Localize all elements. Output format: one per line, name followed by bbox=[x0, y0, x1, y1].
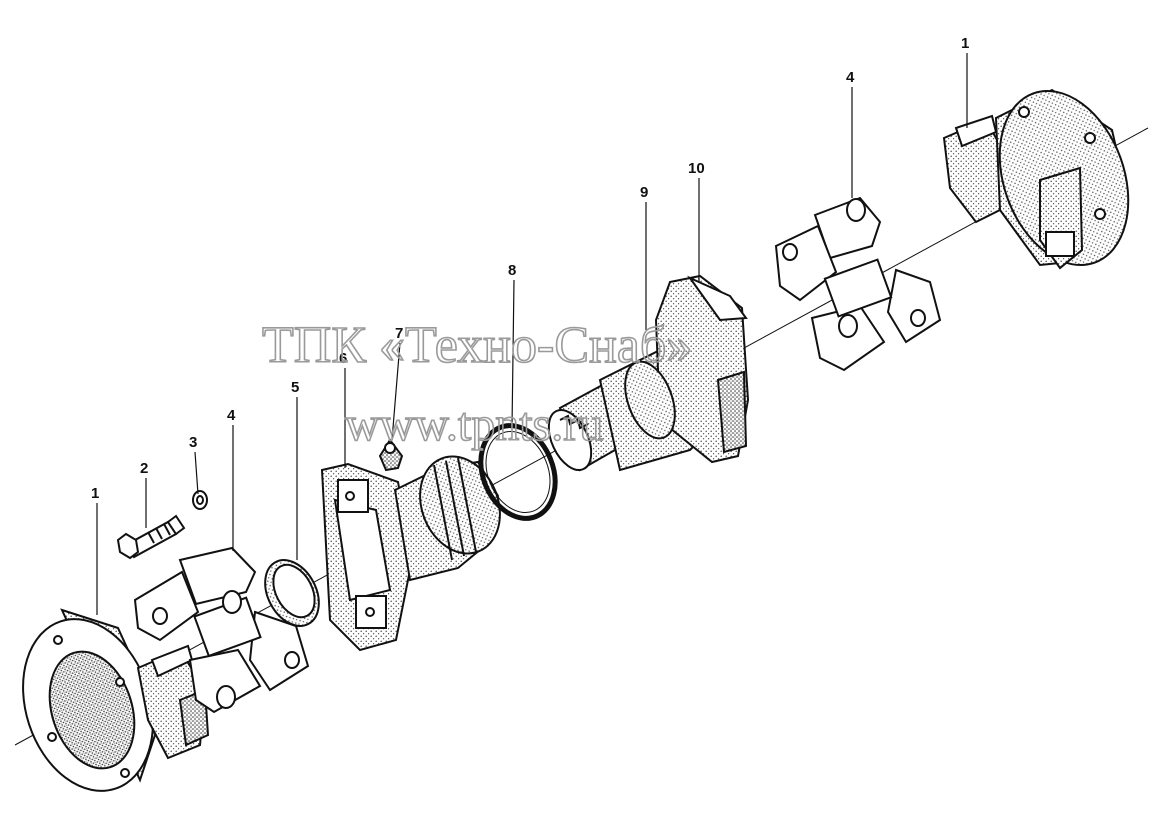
callout-3: 3 bbox=[189, 434, 197, 451]
callout-labels: 1 2 3 4 5 6 7 8 9 10 4 1 bbox=[91, 35, 969, 502]
left-flange bbox=[22, 608, 210, 792]
watermark-line-1: ТПК «Техно-Снаб» bbox=[262, 317, 692, 374]
leader-lines bbox=[96, 53, 968, 615]
callout-4-right: 4 bbox=[846, 69, 855, 86]
callout-2: 2 bbox=[140, 460, 148, 477]
callout-5: 5 bbox=[291, 379, 299, 396]
left-cross-spider bbox=[133, 546, 310, 714]
bolt bbox=[116, 514, 186, 560]
o-ring bbox=[478, 423, 558, 521]
callout-8: 8 bbox=[508, 262, 516, 279]
callout-7: 7 bbox=[395, 325, 403, 342]
callout-9: 9 bbox=[640, 184, 648, 201]
callout-6: 6 bbox=[339, 350, 347, 367]
callout-1-left: 1 bbox=[91, 485, 99, 502]
splined-shaft-yoke bbox=[547, 274, 750, 472]
watermark-line-2: www.tpnts.ru bbox=[345, 398, 603, 451]
callout-4-left: 4 bbox=[227, 407, 236, 424]
sliding-yoke bbox=[320, 455, 501, 652]
watermark: ТПК «Техно-Снаб» www.tpnts.ru bbox=[261, 316, 693, 452]
cap-disc bbox=[264, 559, 320, 627]
right-flange bbox=[942, 88, 1130, 270]
right-cross-spider bbox=[774, 196, 942, 372]
grease-nipple bbox=[378, 438, 404, 472]
callout-10: 10 bbox=[688, 160, 705, 177]
callout-1-right: 1 bbox=[961, 35, 969, 52]
washer bbox=[192, 490, 208, 510]
